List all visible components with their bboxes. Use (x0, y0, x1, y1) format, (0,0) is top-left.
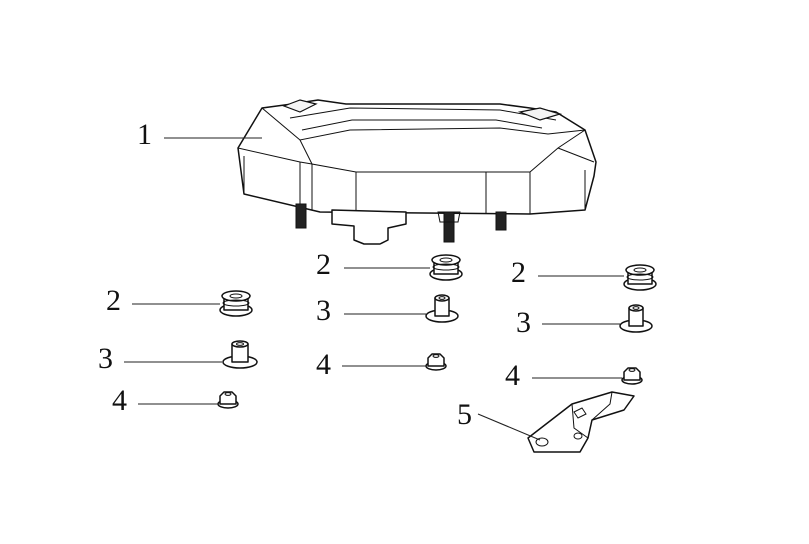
callout-5: 5 (457, 398, 472, 431)
callout-2-center: 2 (316, 248, 331, 281)
bushing-left (222, 340, 258, 369)
grommet-left (219, 290, 253, 317)
nut-left (217, 391, 239, 409)
callout-4-center: 4 (316, 348, 331, 381)
callout-3-right: 3 (516, 306, 531, 339)
grommet-center (429, 254, 463, 281)
callout-4-left: 4 (112, 384, 127, 417)
callout-3-center: 3 (316, 294, 331, 327)
callout-4-right: 4 (505, 359, 520, 392)
mounting-bracket (527, 391, 635, 453)
bushing-right (619, 304, 653, 333)
callout-2-left: 2 (106, 284, 121, 317)
callout-2-right: 2 (511, 256, 526, 289)
instrument-cluster (237, 99, 597, 245)
nut-right (621, 367, 643, 385)
bushing-center (425, 294, 459, 323)
callout-3-left: 3 (98, 342, 113, 375)
grommet-right (623, 264, 657, 291)
callout-numbers: 1 2 2 2 3 3 3 4 4 4 5 (98, 118, 531, 431)
nut-center (425, 353, 447, 371)
callout-1: 1 (137, 118, 152, 151)
leader-lines (124, 137, 624, 441)
